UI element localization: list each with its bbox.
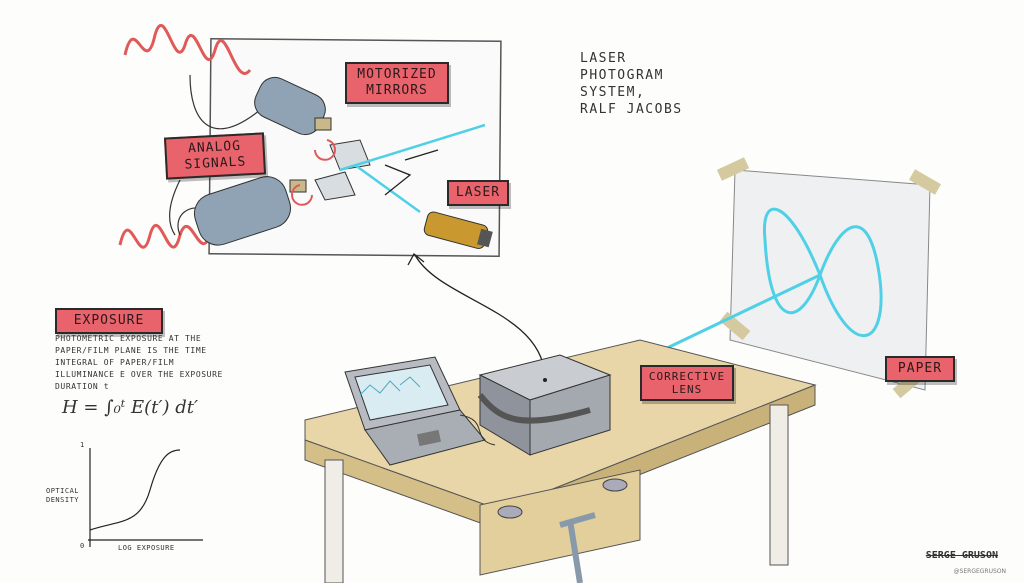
density-curve <box>89 449 181 531</box>
drawing-title: LASER PHOTOGRAM SYSTEM, RALF JACOBS <box>580 50 683 118</box>
paper-sheet <box>729 169 931 391</box>
label-text: MOTORIZED <box>357 67 437 82</box>
graph-x-label: LOG EXPOSURE <box>118 544 175 552</box>
title-line: PHOTOGRAM <box>580 68 664 83</box>
title-line: LASER <box>580 51 627 66</box>
mirror-bottom <box>314 171 356 201</box>
reflection-arrow <box>384 149 439 196</box>
axis-label-line: DENSITY <box>46 496 80 504</box>
connection-arrow <box>407 253 546 376</box>
optical-density-graph <box>88 448 203 547</box>
infinity-figure <box>762 207 883 337</box>
description-line: INTEGRAL OF PAPER/FILM <box>55 358 175 367</box>
description-line: PHOTOMETRIC EXPOSURE AT THE <box>55 334 202 343</box>
description-line: PAPER/FILM PLANE IS THE TIME <box>55 346 207 355</box>
label-analog-signals: ANALOG SIGNALS <box>163 132 267 180</box>
label-text: MIRRORS <box>366 83 428 98</box>
description-line: ILLUMINANCE E OVER THE EXPOSURE <box>55 370 223 379</box>
title-line: SYSTEM, <box>580 85 646 100</box>
rotation-arrow <box>291 139 336 206</box>
table-leg <box>324 459 344 583</box>
analog-signal-wave-bottom <box>118 224 212 249</box>
laser-beam-panel <box>339 123 486 214</box>
description-line: DURATION t <box>55 382 110 391</box>
graph-y-label: OPTICAL DENSITY <box>46 487 79 505</box>
label-text: CORRECTIVE <box>648 370 726 383</box>
label-exposure: EXPOSURE <box>55 308 163 334</box>
analog-signal-wave-top <box>123 24 252 75</box>
label-corrective-lens: CORRECTIVE LENS <box>640 365 734 401</box>
laptop <box>344 356 486 466</box>
axis-label-line: OPTICAL <box>46 487 80 495</box>
cable <box>459 414 496 446</box>
exposure-description: PHOTOMETRIC EXPOSURE AT THE PAPER/FILM P… <box>55 333 280 393</box>
label-laser: LASER <box>447 180 509 206</box>
laser-device <box>423 211 493 250</box>
exposure-formula: H = ∫₀ᵗ E(t′) dt′ <box>62 397 199 418</box>
motor-top <box>254 76 332 136</box>
control-box <box>477 354 612 456</box>
label-paper: PAPER <box>885 356 955 382</box>
title-line: RALF JACOBS <box>580 102 683 117</box>
label-motorized-mirrors: MOTORIZED MIRRORS <box>345 62 449 104</box>
graph-y-max: 1 <box>80 441 85 449</box>
label-text: LENS <box>671 383 703 396</box>
artist-handle: @SERGEGRUSON <box>953 568 1006 575</box>
table-leg <box>769 404 789 566</box>
label-text: SIGNALS <box>184 154 247 173</box>
graph-origin: 0 <box>80 542 85 550</box>
artist-signature: SERGE GRUSON <box>925 550 998 561</box>
